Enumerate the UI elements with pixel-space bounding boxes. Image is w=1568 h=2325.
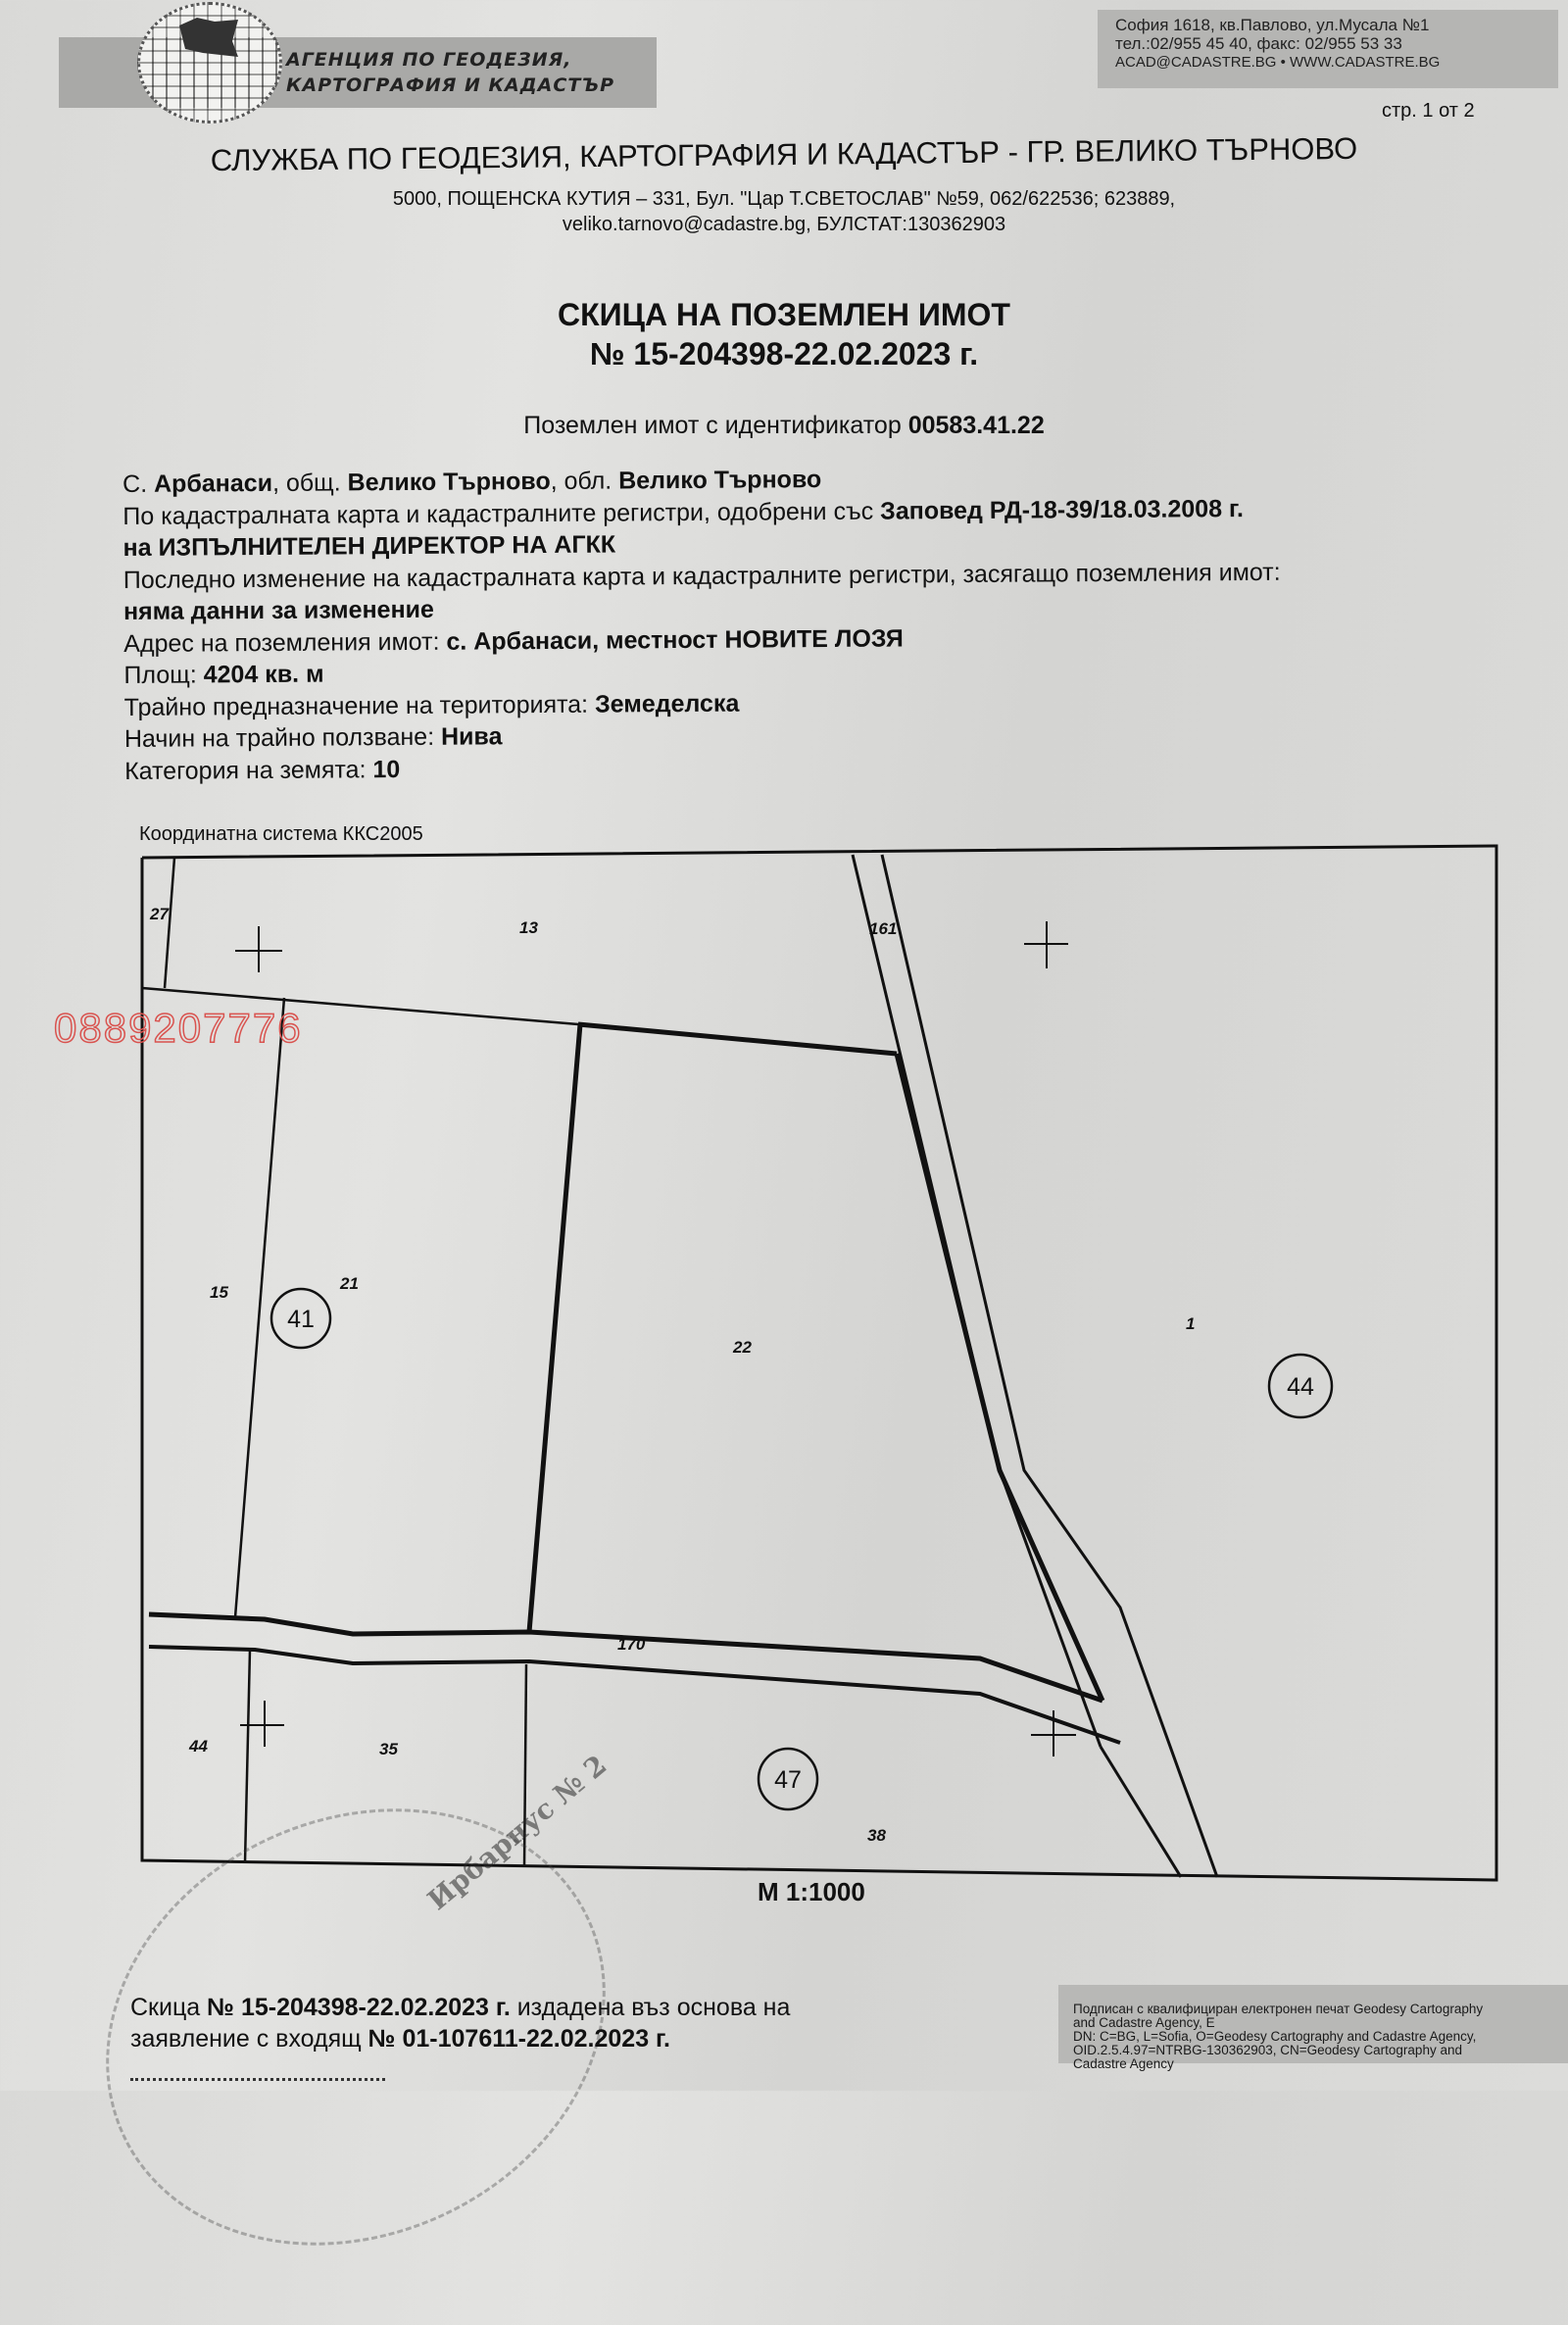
agency-logo-text: АГЕНЦИЯ ПО ГЕОДЕЗИЯ, КАРТОГРАФИЯ И КАДАС… — [286, 49, 615, 96]
parcel-label-15: 15 — [210, 1283, 228, 1302]
document-title: СКИЦА НА ПОЗЕМЛЕН ИМОТ — [558, 297, 1010, 332]
parcel-label-27: 27 — [149, 905, 170, 923]
parcel-label-13: 13 — [519, 918, 538, 937]
parcel-label-44: 44 — [188, 1737, 208, 1756]
parcel-label-21: 21 — [339, 1274, 359, 1293]
document-number: № 15-204398-22.02.2023 г. — [589, 336, 979, 371]
office-email: veliko.tarnovo@cadastre.bg, БУЛСТАТ:1303… — [562, 214, 1006, 235]
agency-contact: София 1618, кв.Павлово, ул.Мусала №1 тел… — [1115, 16, 1440, 72]
parcel-label-22: 22 — [732, 1338, 752, 1357]
parcel-label-1: 1 — [1186, 1314, 1195, 1333]
electronic-signature: Подписан с квалифициран електронен печат… — [1073, 2002, 1484, 2071]
esign-band — [1058, 1985, 1568, 2063]
signature-line — [130, 2078, 385, 2081]
cadastral-map: 27 13 161 15 21 22 1 170 44 35 38 41 44 … — [140, 844, 1498, 1882]
map-scale: M 1:1000 — [758, 1877, 865, 1906]
identifier-value: 00583.41.22 — [907, 412, 1045, 439]
contact-web: ACAD@CADASTRE.BG • WWW.CADASTRE.BG — [1115, 54, 1441, 71]
contact-phone: тел.:02/955 45 40, факс: 02/955 53 33 — [1115, 34, 1402, 53]
property-info: С. Арбанаси, общ. Велико Търново, обл. В… — [122, 461, 1282, 787]
issued-statement: Скица № 15-204398-22.02.2023 г. издадена… — [130, 1994, 791, 2053]
parcel-identifier: Поземлен имот с идентификатор 00583.41.2… — [523, 412, 1045, 439]
contact-address: София 1618, кв.Павлово, ул.Мусала №1 — [1115, 16, 1430, 34]
page-number: стр. 1 от 2 — [1382, 100, 1475, 122]
parcel-label-38: 38 — [867, 1826, 886, 1845]
block-label-44: 44 — [1287, 1373, 1314, 1401]
office-address: 5000, ПОЩЕНСКА КУТИЯ – 331, Бул. "Цар Т.… — [392, 188, 1176, 210]
block-label-47: 47 — [774, 1766, 802, 1794]
coordinate-system-label: Координатна система ККС2005 — [139, 823, 423, 845]
contact-band — [1098, 10, 1558, 88]
office-title: СЛУЖБА ПО ГЕОДЕЗИЯ, КАРТОГРАФИЯ И КАДАСТ… — [210, 130, 1358, 178]
watermark-phone: 0889207776 — [53, 1004, 303, 1052]
parcel-label-170: 170 — [617, 1635, 646, 1654]
parcel-label-35: 35 — [379, 1740, 398, 1758]
parcel-label-161: 161 — [869, 919, 897, 938]
globe-logo-icon — [137, 2, 282, 124]
block-label-41: 41 — [287, 1306, 315, 1333]
